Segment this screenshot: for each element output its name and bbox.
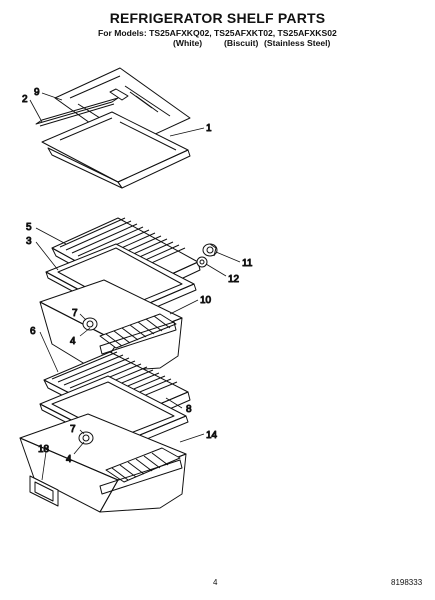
shelf-frame (41, 111, 191, 189)
callout-14: 14 (206, 430, 218, 441)
callout-1: 1 (206, 123, 212, 134)
shelf-trim-strips (35, 88, 129, 127)
callout-4-upper: 4 (70, 336, 76, 347)
humidity-control-parts (196, 243, 218, 268)
page-number: 4 (213, 578, 218, 587)
callout-3: 3 (26, 236, 32, 247)
callout-labels: 9 2 1 5 3 11 12 10 7 4 6 8 7 4 14 18 (22, 87, 254, 466)
diagram-title: REFRIGERATOR SHELF PARTS (109, 10, 326, 26)
variant-biscuit: (Biscuit) (224, 38, 259, 48)
callout-6: 6 (30, 326, 36, 337)
callout-leaders (29, 92, 241, 481)
callout-8: 8 (186, 404, 192, 415)
callout-11: 11 (242, 258, 253, 269)
crisper-drawer-upper (39, 279, 183, 373)
callout-18: 18 (38, 444, 50, 455)
callout-12: 12 (228, 274, 240, 285)
callout-10: 10 (200, 295, 212, 306)
label-holder (29, 475, 59, 507)
callout-7-upper: 7 (72, 308, 78, 319)
document-number: 8198333 (391, 578, 423, 587)
callout-5: 5 (26, 222, 32, 233)
callout-7-lower: 7 (70, 424, 76, 435)
callout-9: 9 (34, 87, 40, 98)
variant-stainless: (Stainless Steel) (264, 38, 331, 48)
crisper-drawer-lower (19, 413, 187, 513)
model-numbers: For Models: TS25AFXKQ02, TS25AFXKT02, TS… (98, 28, 337, 38)
callout-4-lower: 4 (66, 454, 72, 465)
callout-2: 2 (22, 94, 28, 105)
variant-white: (White) (173, 38, 203, 48)
